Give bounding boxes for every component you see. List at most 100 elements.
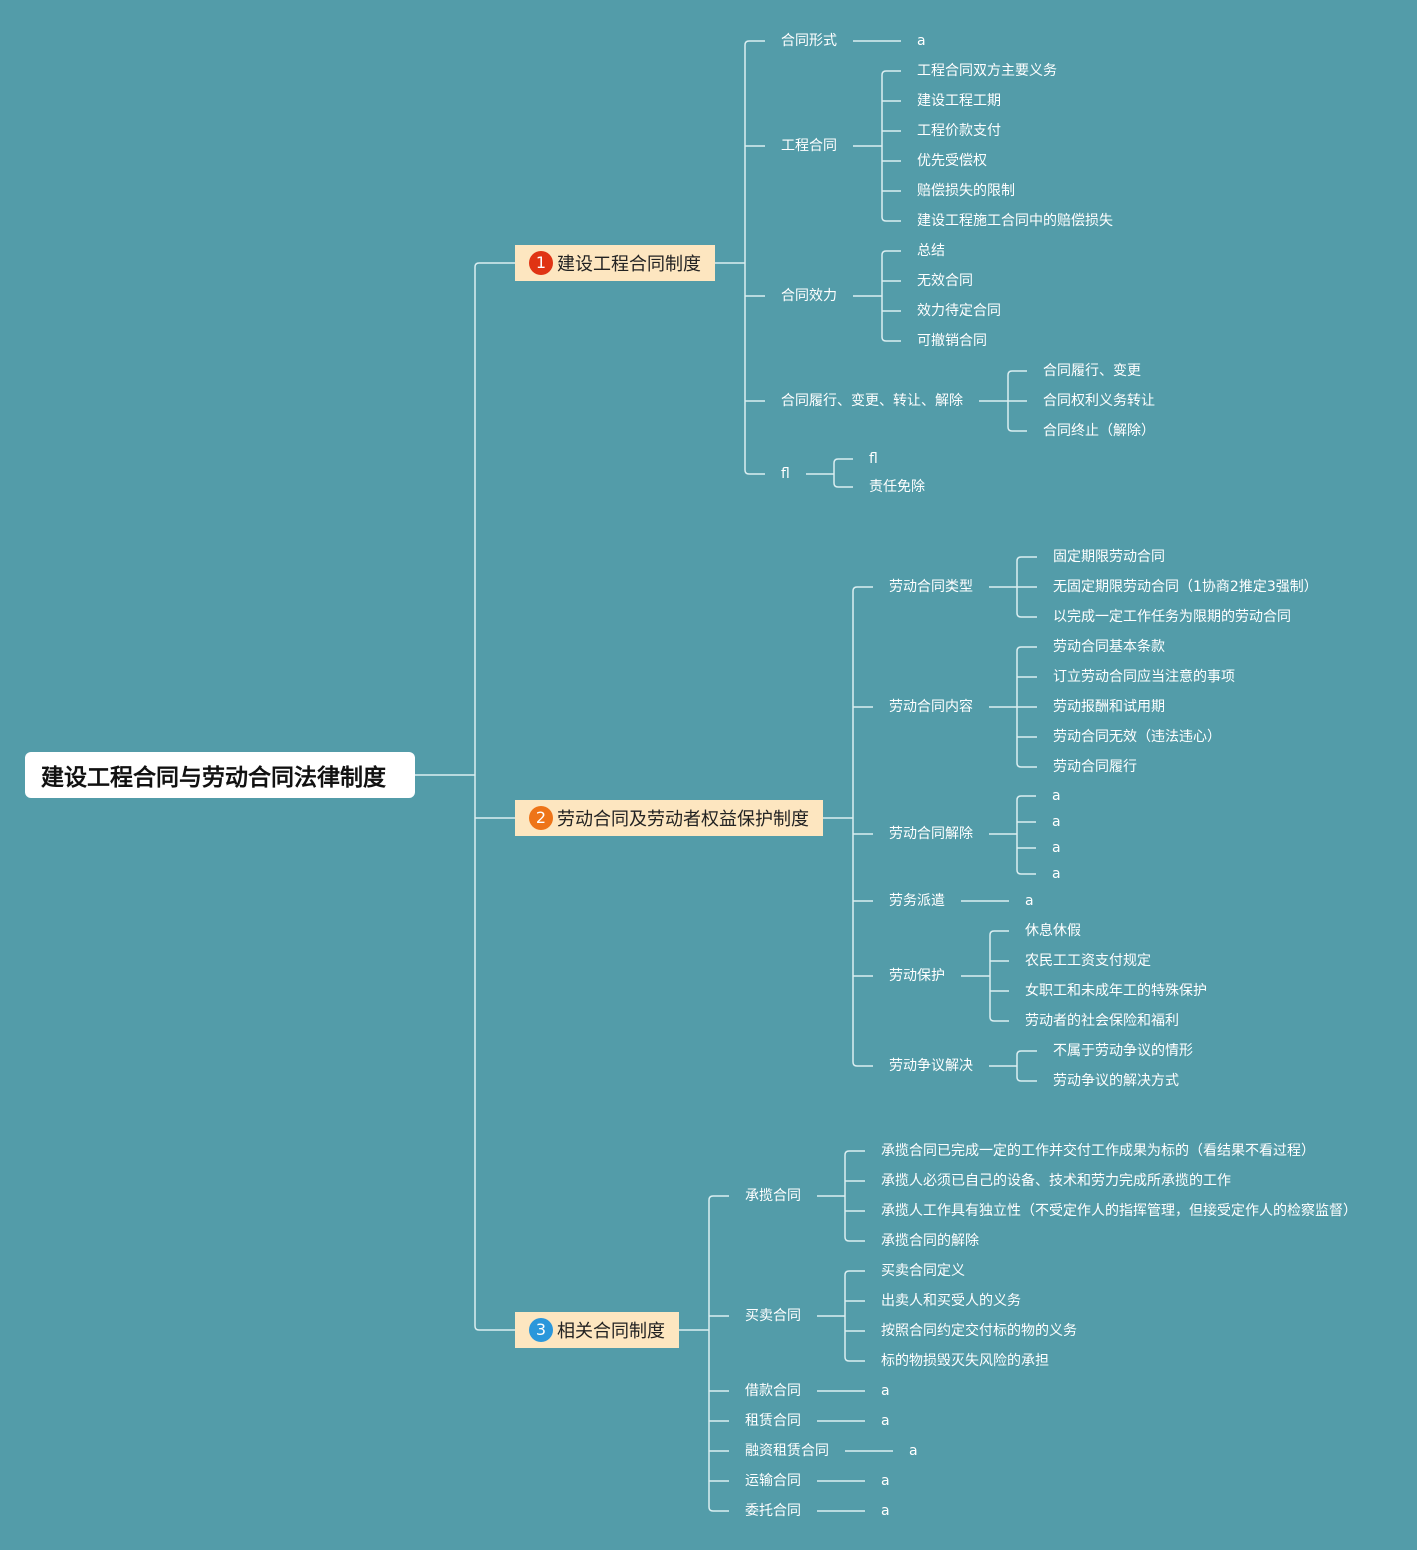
leaf-topic[interactable]: 合同权利义务转让	[1043, 393, 1155, 409]
leaf-topic[interactable]: 劳动合同无效（违法违心）	[1053, 729, 1221, 745]
subtopic[interactable]: 合同形式	[781, 33, 837, 49]
leaf-topic[interactable]: 以完成一定工作任务为限期的劳动合同	[1053, 609, 1291, 625]
leaf-topic[interactable]: a	[881, 1383, 890, 1399]
subtopic[interactable]: 劳动合同类型	[889, 579, 973, 595]
leaf-topic[interactable]: 出卖人和买受人的义务	[881, 1293, 1021, 1309]
leaf-topic[interactable]: a	[881, 1473, 890, 1489]
root-topic[interactable]: 建设工程合同与劳动合同法律制度	[25, 752, 415, 798]
leaf-topic[interactable]: 按照合同约定交付标的物的义务	[881, 1323, 1077, 1339]
subtopic[interactable]: 承揽合同	[745, 1188, 801, 1204]
connector-line	[844, 1150, 850, 1156]
leaf-topic[interactable]: a	[881, 1503, 890, 1519]
subtopic[interactable]: 融资租赁合同	[745, 1443, 829, 1459]
connector-line	[708, 1195, 714, 1201]
subtopic[interactable]: 劳动合同内容	[889, 699, 973, 715]
subtopic[interactable]: fl	[781, 466, 790, 482]
leaf-topic[interactable]: 农民工工资支付规定	[1025, 953, 1151, 969]
connector-line	[881, 216, 887, 222]
subtopic[interactable]: 买卖合同	[745, 1308, 801, 1324]
leaf-topic[interactable]: a	[1025, 893, 1034, 909]
subtopic[interactable]: 劳动争议解决	[889, 1058, 973, 1074]
leaf-topic[interactable]: 劳动合同基本条款	[1053, 639, 1165, 655]
subtopic[interactable]: 合同履行、变更、转让、解除	[781, 393, 963, 409]
leaf-topic[interactable]: a	[1052, 788, 1061, 804]
leaf-topic[interactable]: a	[1052, 840, 1061, 856]
leaf-topic[interactable]: a	[881, 1413, 890, 1429]
connector-line	[852, 586, 858, 592]
leaf-topic[interactable]: 休息休假	[1025, 923, 1081, 939]
subtopic[interactable]: 劳务派遣	[889, 893, 945, 909]
subtopic[interactable]: 租赁合同	[745, 1413, 801, 1429]
leaf-topic[interactable]: 劳动者的社会保险和福利	[1025, 1013, 1179, 1029]
connector-line	[1016, 612, 1022, 618]
leaf-topic[interactable]: 工程价款支付	[917, 123, 1001, 139]
leaf-topic[interactable]: 可撤销合同	[917, 333, 987, 349]
number-2-badge-icon: 2	[529, 806, 553, 830]
connector-line	[1016, 1050, 1022, 1056]
connector-line	[1016, 556, 1022, 562]
leaf-topic[interactable]: 女职工和未成年工的特殊保护	[1025, 983, 1207, 999]
connector-line	[1016, 762, 1022, 768]
leaf-topic[interactable]: 订立劳动合同应当注意的事项	[1053, 669, 1235, 685]
leaf-topic[interactable]: 承揽人工作具有独立性（不受定作人的指挥管理，但接受定作人的检察监督）	[881, 1203, 1357, 1219]
connector-line	[474, 262, 480, 268]
connector-line	[844, 1356, 850, 1362]
leaf-topic[interactable]: 劳动争议的解决方式	[1053, 1073, 1179, 1089]
branch-2-label: 劳动合同及劳动者权益保护制度	[557, 809, 809, 830]
subtopic[interactable]: 运输合同	[745, 1473, 801, 1489]
leaf-topic[interactable]: 责任免除	[869, 479, 925, 495]
leaf-topic[interactable]: a	[917, 33, 926, 49]
connector-line	[744, 469, 750, 475]
branch-2-topic[interactable]: 2 劳动合同及劳动者权益保护制度	[515, 800, 823, 836]
connector-line	[1016, 1076, 1022, 1082]
connector-line	[708, 1506, 714, 1512]
leaf-topic[interactable]: fl	[869, 451, 878, 467]
leaf-topic[interactable]: a	[909, 1443, 918, 1459]
leaf-topic[interactable]: a	[1052, 866, 1061, 882]
connector-line	[852, 1061, 858, 1067]
leaf-topic[interactable]: 无固定期限劳动合同（1协商2推定3强制）	[1053, 579, 1318, 595]
branch-3-topic[interactable]: 3 相关合同制度	[515, 1312, 679, 1348]
subtopic[interactable]: 工程合同	[781, 138, 837, 154]
connector-line	[844, 1236, 850, 1242]
leaf-topic[interactable]: 承揽人必须已自己的设备、技术和劳力完成所承揽的工作	[881, 1173, 1231, 1189]
leaf-topic[interactable]: a	[1052, 814, 1061, 830]
leaf-topic[interactable]: 不属于劳动争议的情形	[1053, 1043, 1193, 1059]
leaf-topic[interactable]: 总结	[917, 243, 945, 259]
leaf-topic[interactable]: 承揽合同已完成一定的工作并交付工作成果为标的（看结果不看过程）	[881, 1143, 1315, 1159]
leaf-topic[interactable]: 买卖合同定义	[881, 1263, 965, 1279]
subtopic[interactable]: 委托合同	[745, 1503, 801, 1519]
leaf-topic[interactable]: 劳动合同履行	[1053, 759, 1137, 775]
connector-line	[844, 1270, 850, 1276]
leaf-topic[interactable]: 建设工程施工合同中的赔偿损失	[917, 213, 1113, 229]
connector-line	[833, 482, 839, 488]
leaf-topic[interactable]: 效力待定合同	[917, 303, 1001, 319]
connector-line	[1016, 795, 1022, 801]
leaf-topic[interactable]: 承揽合同的解除	[881, 1233, 979, 1249]
leaf-topic[interactable]: 固定期限劳动合同	[1053, 549, 1165, 565]
connector-line	[989, 1016, 995, 1022]
number-3-badge-icon: 3	[529, 1318, 553, 1342]
leaf-topic[interactable]: 赔偿损失的限制	[917, 183, 1015, 199]
connector-line	[1016, 869, 1022, 875]
leaf-topic[interactable]: 建设工程工期	[917, 93, 1001, 109]
branch-1-topic[interactable]: 1 建设工程合同制度	[515, 245, 715, 281]
subtopic[interactable]: 劳动保护	[889, 968, 945, 984]
subtopic[interactable]: 合同效力	[781, 288, 837, 304]
leaf-topic[interactable]: 无效合同	[917, 273, 973, 289]
leaf-topic[interactable]: 标的物损毁灭失风险的承担	[881, 1353, 1049, 1369]
subtopic[interactable]: 借款合同	[745, 1383, 801, 1399]
leaf-topic[interactable]: 劳动报酬和试用期	[1053, 699, 1165, 715]
connector-line	[881, 250, 887, 256]
connector-line	[1007, 370, 1013, 376]
leaf-topic[interactable]: 优先受偿权	[917, 153, 987, 169]
subtopic[interactable]: 劳动合同解除	[889, 826, 973, 842]
connector-line	[744, 40, 750, 46]
leaf-topic[interactable]: 合同履行、变更	[1043, 363, 1141, 379]
leaf-topic[interactable]: 合同终止（解除）	[1043, 423, 1155, 439]
leaf-topic[interactable]: 工程合同双方主要义务	[917, 63, 1057, 79]
number-1-badge-icon: 1	[529, 251, 553, 275]
connector-line	[989, 930, 995, 936]
